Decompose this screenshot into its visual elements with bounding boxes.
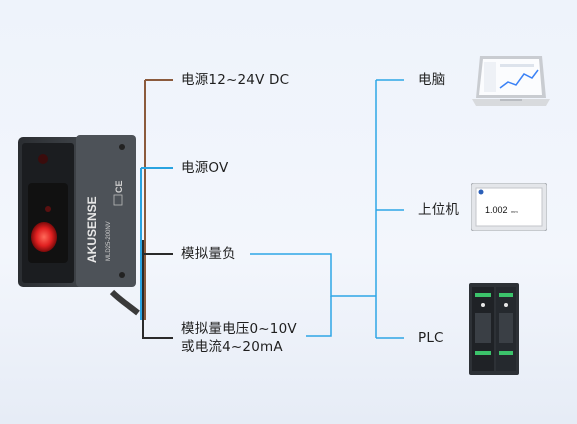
label-analog-output-1: 模拟量电压0~10V <box>181 321 297 337</box>
label-plc: PLC <box>418 330 444 346</box>
recycle-icon <box>113 194 123 206</box>
label-power-dc: 电源12~24V DC <box>181 72 290 88</box>
sensor-brand: AKUSENSE <box>85 196 99 263</box>
label-host: 上位机 <box>418 202 460 218</box>
wire-black-output <box>142 240 173 339</box>
laser-sensor: AKUSENSE MLD25-200NV CE <box>18 133 138 293</box>
laptop-icon <box>470 52 552 114</box>
sensor-cable <box>109 289 140 316</box>
label-analog-output-2: 或电流4~20mA <box>181 339 283 355</box>
link-analog-output <box>306 296 332 337</box>
label-analog-negative: 模拟量负 <box>181 246 236 262</box>
label-computer: 电脑 <box>418 72 446 88</box>
sensor-model: MLD25-200NV <box>106 221 112 261</box>
link-analog-negative <box>250 253 376 297</box>
laser-sensor-illustration: AKUSENSE MLD25-200NV CE <box>18 135 136 287</box>
ce-mark: CE <box>114 180 124 193</box>
host-display-icon: 1.002 mm <box>470 182 548 232</box>
label-power-0v: 电源OV <box>181 160 229 176</box>
plc-icon <box>469 283 519 375</box>
laser-emitter <box>31 222 57 252</box>
hmi-unit: mm <box>511 209 518 214</box>
hmi-value: 1.002 <box>485 205 508 215</box>
